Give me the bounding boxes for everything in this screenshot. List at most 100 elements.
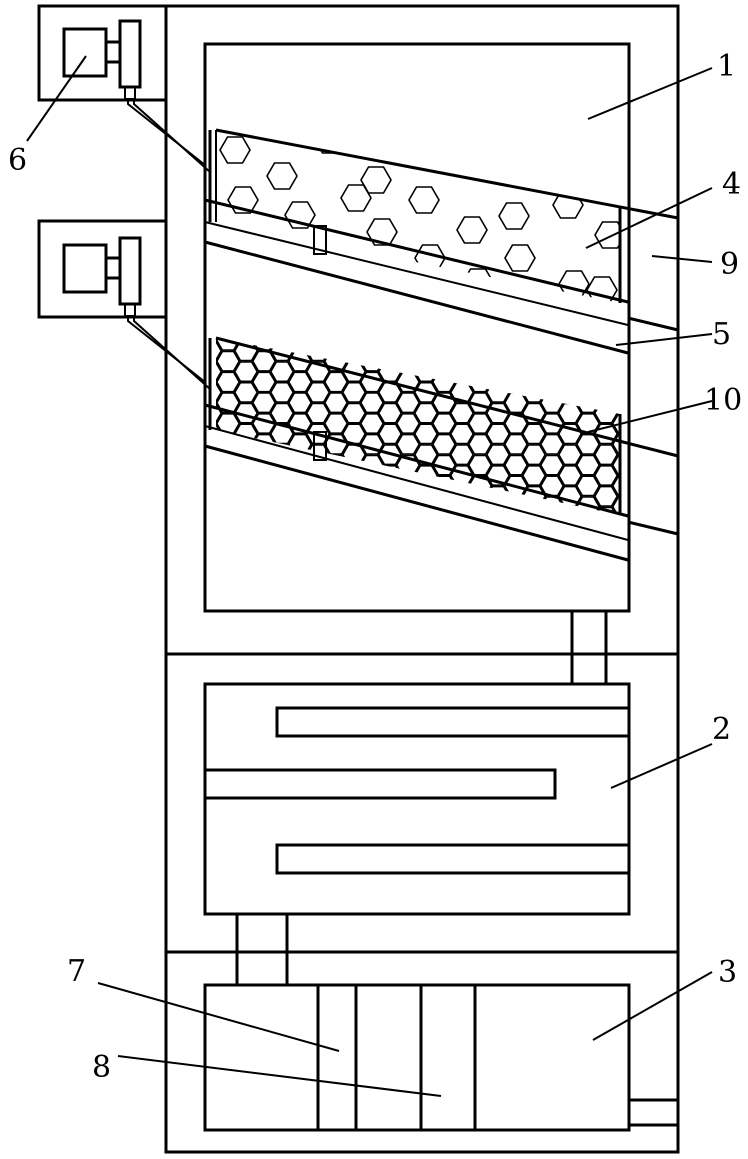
mesh-cell <box>395 392 421 414</box>
mesh-cell <box>557 444 583 466</box>
perforation-hole <box>408 186 440 214</box>
mesh-cell <box>305 340 331 362</box>
mesh-cell <box>216 485 223 507</box>
mesh-cell <box>377 402 403 424</box>
mesh-cell <box>341 402 367 424</box>
leader-lines <box>26 55 713 1097</box>
mesh-cell <box>449 340 475 362</box>
mesh-cell <box>611 496 620 515</box>
mesh-cell <box>575 475 601 497</box>
mesh-cell <box>341 423 367 445</box>
mesh-cell <box>593 444 619 466</box>
perforation-hole <box>340 184 372 212</box>
mesh-cell <box>521 340 547 362</box>
mesh-cell <box>449 338 475 341</box>
mesh-cell <box>341 340 367 362</box>
mesh-cell <box>395 338 421 351</box>
mesh-cell <box>575 392 601 414</box>
mesh-cell <box>305 402 331 424</box>
mesh-cell <box>341 506 367 515</box>
perforation-hole <box>456 216 488 244</box>
mesh-cell <box>485 381 511 403</box>
mesh-cell <box>485 423 511 445</box>
mesh-cell <box>449 402 475 424</box>
baffle-2 <box>203 768 557 800</box>
mesh-cell <box>593 485 619 507</box>
chamber-1 <box>203 42 631 613</box>
mesh-cell <box>269 381 295 403</box>
mesh-cell <box>431 412 457 435</box>
mesh-cell <box>287 392 313 414</box>
mesh-cell <box>431 433 457 455</box>
mesh-cell <box>359 350 385 372</box>
callout-3: 3 <box>718 955 738 990</box>
outlet-pipe <box>629 1098 678 1127</box>
mesh-cell <box>503 412 529 435</box>
mesh-cell <box>413 402 439 424</box>
mesh-cell <box>413 338 439 341</box>
mesh-cell <box>341 338 367 341</box>
lower-sieve-tray <box>208 336 679 537</box>
mesh-cell <box>216 371 241 393</box>
mesh-cell <box>467 454 493 476</box>
mesh-cell <box>305 338 331 341</box>
mesh-cell <box>467 371 493 393</box>
mesh-cell <box>485 338 511 341</box>
mesh-cell <box>216 475 241 497</box>
mesh-cell <box>216 464 223 487</box>
outer-cabinet <box>164 4 680 1154</box>
mesh-cell <box>377 340 403 362</box>
mesh-cell <box>611 392 620 414</box>
mesh-cell <box>413 423 439 445</box>
mesh-cell <box>611 475 620 497</box>
mesh-cell <box>413 506 439 515</box>
mesh-cell <box>433 518 455 537</box>
mesh-cell <box>431 338 457 351</box>
mesh-cell <box>269 423 295 445</box>
mesh-cell <box>251 392 277 414</box>
mesh-cell <box>575 371 601 393</box>
mesh-cell <box>359 338 385 351</box>
mesh-cell <box>377 338 403 341</box>
mesh-cell <box>467 338 493 351</box>
mesh-cell <box>557 464 583 487</box>
upper-motor-unit <box>37 4 211 173</box>
mesh-cell <box>557 402 583 424</box>
lower-motor-unit <box>37 219 211 390</box>
mesh-cell <box>467 412 493 435</box>
mesh-cell <box>269 338 295 341</box>
mesh-cell <box>521 361 547 383</box>
connecting-pipe-upper <box>570 611 608 684</box>
mesh-cell <box>233 423 259 445</box>
mesh-cell <box>287 371 313 393</box>
callout-4: 4 <box>722 167 742 202</box>
mesh-cell <box>611 412 620 435</box>
mesh-cell <box>611 454 620 476</box>
mesh-cell <box>611 338 620 351</box>
mesh-cell <box>359 392 385 414</box>
mesh-cell <box>413 464 439 487</box>
mesh-cell <box>216 454 241 476</box>
mesh-cell <box>413 340 439 362</box>
mesh-cell <box>521 381 547 403</box>
mesh-cell <box>485 361 511 383</box>
mesh-cell <box>557 381 583 403</box>
mesh-cell <box>503 433 529 455</box>
callout-6: 6 <box>8 143 28 178</box>
mesh-cell <box>449 361 475 383</box>
mesh-cell <box>323 338 349 351</box>
mesh-cell <box>233 381 259 403</box>
mesh-cell <box>521 444 547 466</box>
baffle-1 <box>275 706 631 738</box>
mesh-cell <box>449 444 475 466</box>
mesh-cell <box>251 371 277 393</box>
callout-10: 10 <box>704 383 743 418</box>
mesh-cell <box>611 350 620 372</box>
mesh-cell <box>575 454 601 476</box>
mesh-cell <box>593 402 619 424</box>
mesh-cell <box>449 423 475 445</box>
mesh-cell <box>503 350 529 372</box>
mesh-cell <box>287 475 313 497</box>
mesh-cell <box>341 444 367 466</box>
callout-2: 2 <box>712 712 732 747</box>
